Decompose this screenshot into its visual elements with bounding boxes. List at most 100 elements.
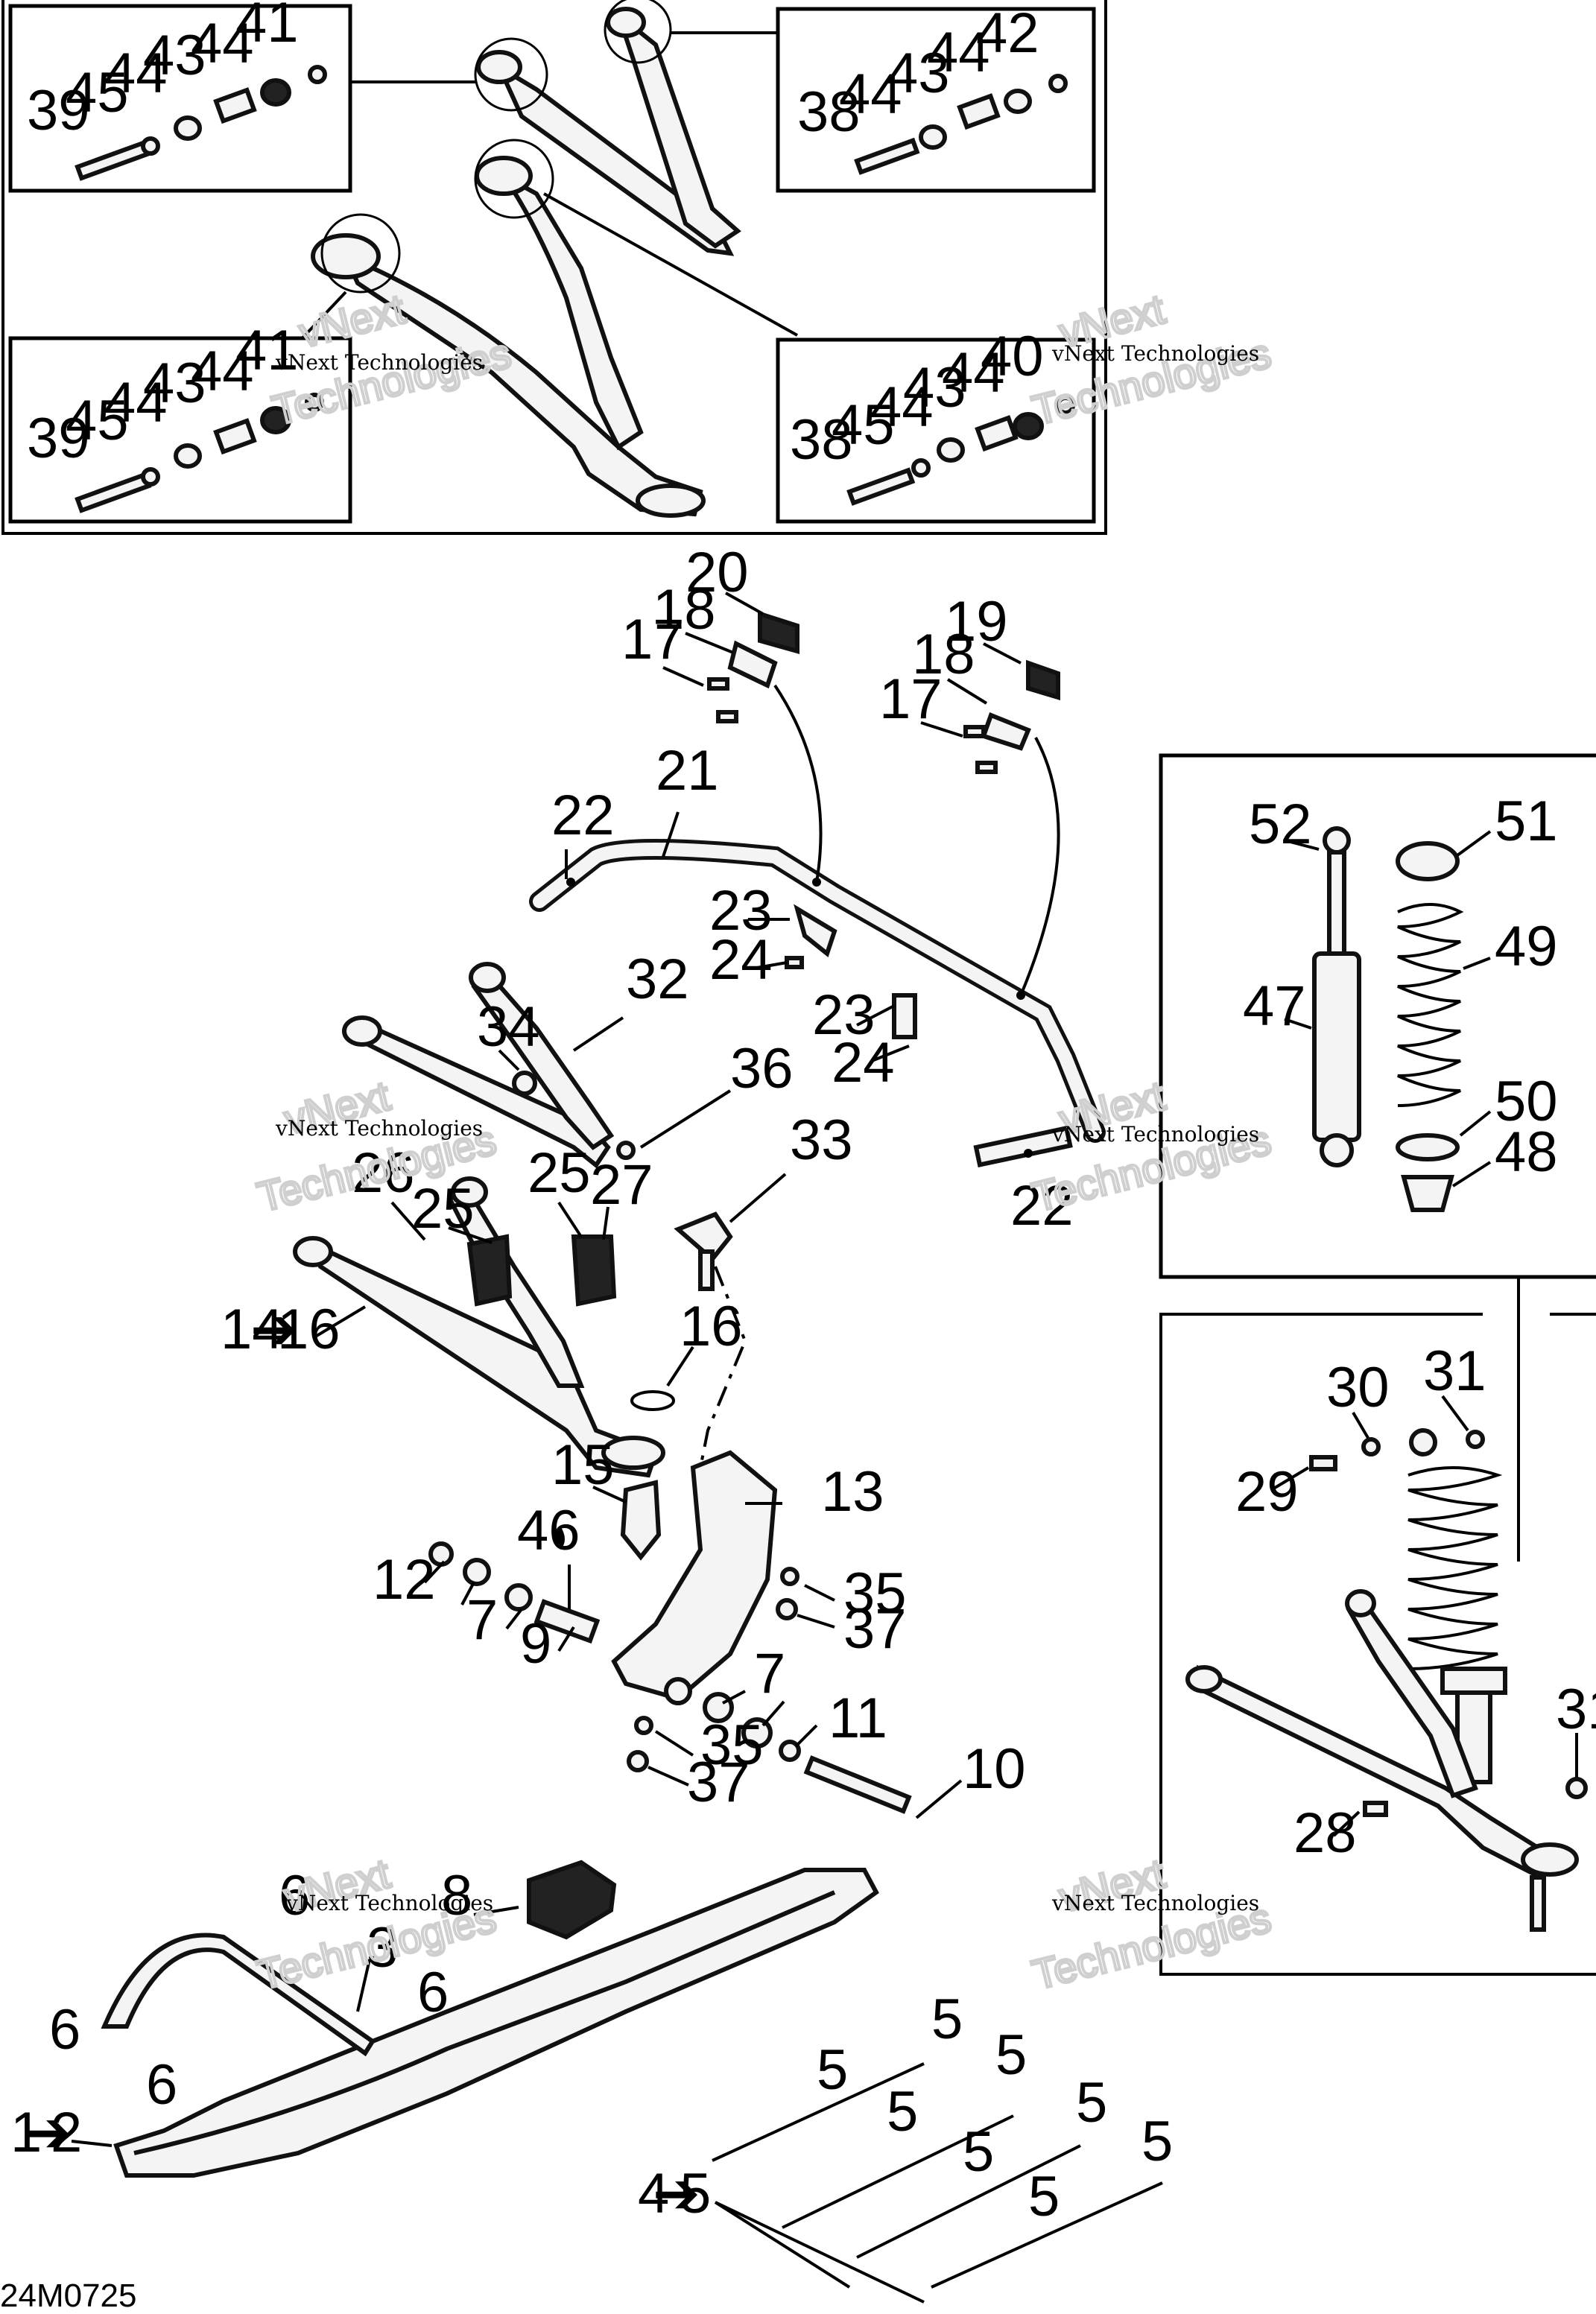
callout-35: 35 [843, 1562, 907, 1625]
watermark-caption: vNext Technologies [275, 1116, 483, 1141]
callout-3: 3 [367, 1916, 398, 1979]
callout-37: 37 [843, 1597, 907, 1661]
callout-5: 5 [931, 1988, 963, 2051]
watermark-caption: vNext Technologies [1051, 1122, 1259, 1147]
watermark-caption: vNext Technologies [275, 350, 483, 375]
callout-38: 38 [797, 80, 861, 144]
callout-9: 9 [520, 1612, 551, 1676]
callout-43: 43 [887, 42, 950, 105]
callout-21: 21 [656, 739, 719, 802]
callout-31: 31 [1556, 1678, 1596, 1741]
callout-33: 33 [790, 1109, 853, 1172]
callout-1-to-2: 1 ➔ 2 [10, 2101, 82, 2164]
callout-44: 44 [104, 371, 168, 434]
callout-25: 25 [411, 1177, 475, 1240]
callout-27: 27 [590, 1153, 653, 1217]
callout-50: 50 [1495, 1070, 1558, 1133]
sway-bar [529, 684, 1106, 1168]
callout-4: 4 [638, 2162, 669, 2225]
watermark-text: vNext [294, 285, 410, 357]
callout-22: 22 [1010, 1174, 1074, 1237]
callout-41: 41 [235, 319, 299, 382]
callout-43: 43 [143, 352, 206, 415]
callout-5: 5 [680, 2162, 711, 2225]
callout-7: 7 [466, 1588, 498, 1652]
coil-spring [1396, 841, 1464, 1212]
callout-51: 51 [1495, 790, 1558, 853]
callout-48: 48 [1495, 1120, 1558, 1184]
callout-24: 24 [832, 1031, 895, 1094]
callout-39: 39 [27, 79, 90, 142]
bushing-kit-box-top-right: 38 44 43 44 42 [776, 1, 1096, 193]
callout-44: 44 [191, 340, 254, 403]
callout-14-to-16: 14 ➔ 16 [221, 1298, 341, 1361]
callout-2: 2 [51, 2101, 82, 2164]
grease-drop-icon [556, 1526, 565, 1550]
callout-10: 10 [963, 1737, 1026, 1801]
callout-6: 6 [279, 1864, 310, 1927]
callout-5: 5 [1028, 2165, 1060, 2228]
callout-37: 37 [687, 1751, 750, 1814]
callout-18: 18 [912, 623, 975, 686]
callout-40: 40 [981, 325, 1044, 388]
range-arrow: ➔ [250, 1298, 298, 1361]
callout-41: 41 [235, 0, 299, 54]
callout-6: 6 [417, 1961, 449, 2024]
callout-44: 44 [839, 63, 902, 126]
callout-22: 22 [551, 784, 615, 847]
callout-44: 44 [942, 341, 1005, 405]
spindle [611, 1266, 778, 1705]
callout-4-to-5: 4 ➔ 5 [638, 2162, 711, 2225]
callout-7: 7 [754, 1642, 785, 1705]
callout-49: 49 [1495, 915, 1558, 978]
assembled-shock [1407, 1428, 1507, 1784]
callout-31: 31 [1423, 1340, 1486, 1403]
leader-lines [71, 592, 1022, 2147]
callout-45: 45 [832, 393, 895, 457]
upper-a-arm [342, 962, 733, 1291]
bushing-kit-box-bottom-right: 38 45 44 43 44 40 [776, 325, 1096, 524]
figure-reference: 24M0725 [0, 2277, 136, 2314]
callout-36: 36 [730, 1037, 794, 1100]
callout-17: 17 [879, 668, 943, 731]
callout-44: 44 [870, 375, 934, 439]
callout-8: 8 [441, 1864, 472, 1927]
callout-25: 25 [528, 1141, 591, 1205]
upper-a-arm-illustration [297, 0, 798, 518]
callout-52: 52 [1249, 793, 1312, 856]
callout-17: 17 [621, 608, 685, 671]
callout-5: 5 [817, 2038, 848, 2102]
callout-44: 44 [191, 12, 254, 75]
shock-absorber-panel: 52 47 51 49 50 48 [1159, 753, 1596, 1279]
watermark-caption: vNext Technologies [1051, 1891, 1259, 1915]
callout-39: 39 [27, 407, 90, 470]
callout-26: 26 [352, 1141, 415, 1205]
callout-5: 5 [1076, 2071, 1107, 2134]
callout-14: 14 [221, 1298, 284, 1361]
callout-16: 16 [680, 1295, 743, 1358]
callout-13: 13 [821, 1460, 884, 1524]
callout-6: 6 [49, 1998, 80, 2061]
callout-5: 5 [995, 2023, 1027, 2087]
sway-bar-bushings [707, 610, 1060, 1039]
callout-23: 23 [709, 879, 773, 942]
callout-15: 15 [551, 1433, 615, 1497]
front-suspension-assembly: 20 18 17 19 18 17 21 22 23 24 23 24 32 3… [10, 541, 1173, 2304]
shock-absorber [1312, 826, 1361, 1167]
callout-18: 18 [653, 578, 716, 641]
ski [101, 1860, 879, 2178]
callout-47: 47 [1243, 974, 1306, 1038]
callout-5: 5 [1141, 2110, 1173, 2173]
lower-a-arm [293, 1176, 675, 1478]
bushing-kit-box-top-left: 39 45 44 43 44 41 [8, 0, 352, 193]
callout-44: 44 [104, 42, 168, 105]
callout-34: 34 [477, 995, 540, 1059]
range-arrow: ➔ [653, 2162, 700, 2225]
ski-leg-hardware [428, 1541, 912, 1814]
callouts-main: 20 18 17 19 18 17 21 22 23 24 23 24 32 3… [10, 541, 1173, 2228]
callout-16: 16 [277, 1298, 341, 1361]
callout-20: 20 [685, 541, 749, 604]
callout-32: 32 [626, 948, 689, 1011]
upper-a-arm-panel: 39 45 44 43 44 41 38 44 43 44 42 [1, 0, 1107, 535]
